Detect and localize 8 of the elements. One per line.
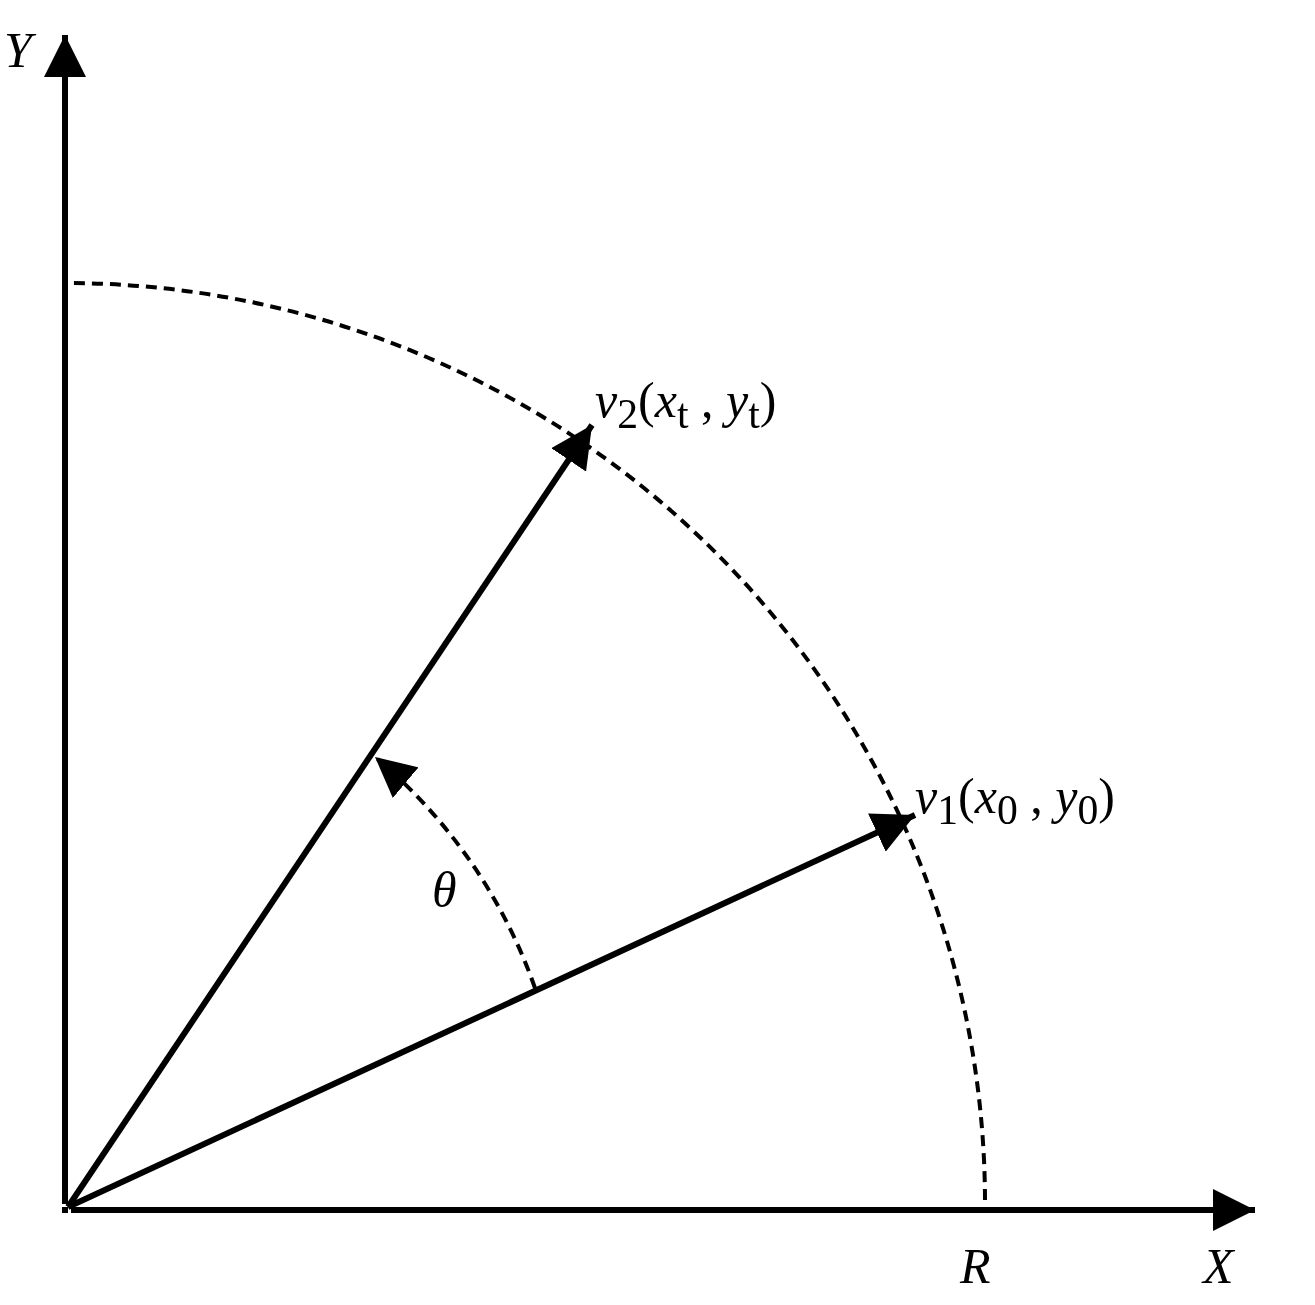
- vector-arrow: [66, 812, 917, 1210]
- radius-label: R: [960, 1238, 991, 1294]
- vector-label: v$_{1}$(x$_{0}$ , y$_{0}$): [915, 768, 1115, 838]
- vector-label: v$_{2}$(x$_{t}$ , y$_{t}$): [595, 372, 777, 442]
- origin-point: [62, 1207, 68, 1213]
- angle-label: θ: [432, 862, 457, 918]
- vector-arrow: [65, 423, 595, 1209]
- axis-label: X: [1203, 1238, 1234, 1294]
